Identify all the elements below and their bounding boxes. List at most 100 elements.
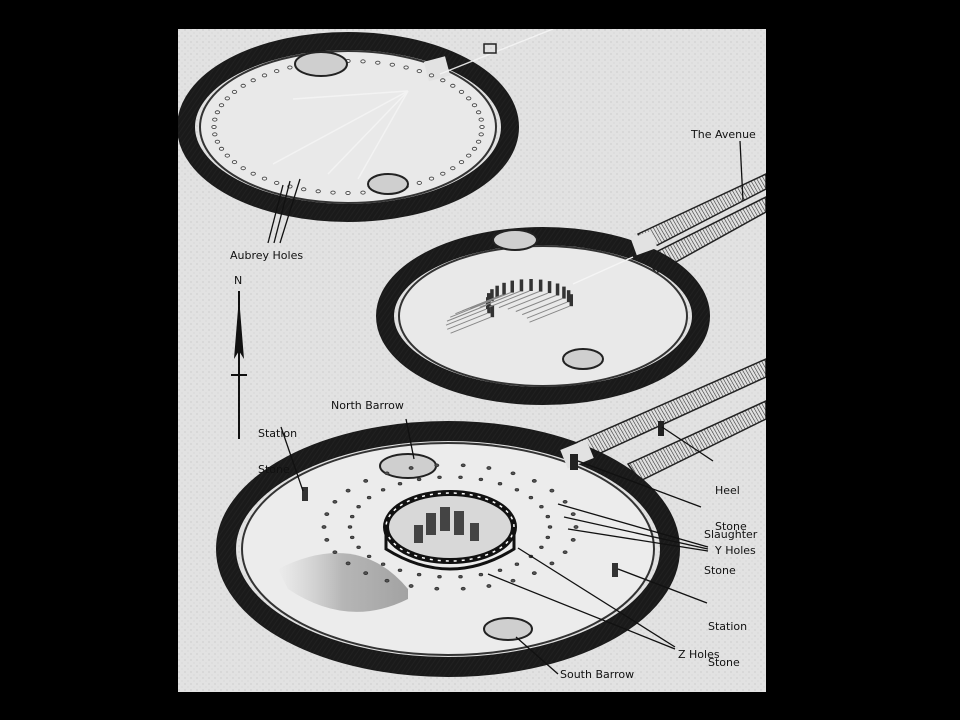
z-hole	[458, 574, 463, 579]
z-hole	[497, 481, 503, 486]
aubrey-hole	[212, 117, 218, 122]
y-hole	[324, 512, 330, 516]
z-hole	[397, 568, 403, 573]
y-hole	[510, 471, 516, 476]
y-hole	[460, 586, 466, 591]
sarsen-circle-front	[384, 527, 516, 571]
aubrey-holes-ring	[211, 59, 485, 195]
y-hole	[384, 578, 390, 583]
y-hole	[570, 538, 576, 542]
bluestone-shadow	[470, 292, 511, 310]
bluestone-shadow	[489, 290, 530, 308]
aubrey-hole	[240, 166, 246, 171]
aubrey-hole	[416, 69, 422, 74]
y-hole	[408, 466, 414, 470]
y-hole	[531, 479, 537, 483]
aubrey-hole	[231, 160, 238, 165]
aubrey-hole	[231, 89, 238, 94]
y-hole	[510, 578, 516, 583]
y-hole	[363, 479, 369, 483]
y-hole	[486, 584, 492, 588]
label-north-barrow: North Barrow	[331, 399, 404, 412]
bluestone-shadow	[450, 316, 491, 334]
z-hole	[416, 477, 422, 482]
z-hole	[437, 475, 442, 480]
bluestone-shadow	[462, 294, 503, 312]
aubrey-hole	[478, 132, 484, 137]
bluestone	[562, 286, 566, 299]
aubrey-hole	[287, 65, 293, 70]
y-hole	[434, 463, 440, 468]
aubrey-hole	[428, 73, 435, 78]
z-hole	[349, 514, 355, 519]
z-hole	[366, 495, 372, 500]
bluestone	[510, 280, 514, 293]
label-slaughter-stone: Slaughter Stone	[704, 505, 757, 601]
aubrey-hole	[416, 180, 422, 185]
z-hole	[514, 488, 520, 492]
y-holes-ring	[321, 463, 579, 591]
aubrey-hole	[261, 73, 268, 78]
z-hole	[356, 545, 361, 550]
bluestone	[566, 290, 571, 303]
aubrey-hole	[450, 83, 456, 88]
bluestone-arc	[445, 279, 573, 334]
y-hole	[363, 571, 369, 575]
south-barrow-mound	[483, 617, 533, 641]
bluestone	[547, 281, 552, 294]
henge-bank-hatching	[178, 33, 518, 221]
aubrey-hole	[389, 62, 395, 67]
heel-stone	[658, 421, 664, 436]
label-aubrey-holes: Aubrey Holes	[230, 249, 304, 262]
y-hole	[321, 525, 327, 529]
henge-interior	[398, 245, 688, 387]
phase-2-henge	[376, 173, 766, 405]
aubrey-hole	[375, 60, 381, 65]
z-holes-ring	[347, 475, 553, 579]
z-hole	[349, 535, 355, 540]
bluestone	[490, 289, 494, 302]
y-hole	[345, 561, 351, 566]
henge-entrance	[630, 230, 658, 256]
bluestone-shadow	[526, 301, 568, 319]
y-hole	[345, 488, 351, 493]
henge-bank-hatching	[217, 422, 679, 676]
label-line: Stone	[258, 463, 290, 476]
slaughter-stone	[570, 454, 578, 470]
phase-1-henge	[178, 29, 554, 222]
aubrey-hole	[475, 139, 482, 144]
aubrey-hole	[466, 96, 472, 101]
aubrey-hole	[250, 171, 256, 176]
z-hole	[458, 475, 463, 480]
z-hole	[437, 574, 442, 579]
south-barrow-mound	[562, 348, 604, 370]
y-hole	[549, 561, 555, 566]
aubrey-hole	[471, 146, 478, 151]
bluestone-shadow	[529, 305, 570, 323]
y-hole	[460, 463, 466, 468]
aubrey-hole	[345, 191, 351, 195]
stonehenge-phases-drawing	[178, 29, 766, 692]
sight-lines	[272, 29, 554, 180]
label-line: Station	[258, 427, 298, 440]
aubrey-hole	[478, 117, 484, 122]
aubrey-hole	[224, 153, 230, 158]
aubrey-hole	[261, 176, 268, 181]
label-line: Station	[708, 620, 748, 633]
aubrey-hole	[440, 171, 446, 176]
aubrey-hole	[360, 59, 366, 64]
y-hole	[384, 471, 390, 476]
aubrey-hole	[450, 166, 456, 171]
bluestone	[529, 279, 533, 291]
z-hole	[497, 568, 503, 573]
aubrey-hole	[360, 190, 366, 195]
y-hole	[324, 538, 330, 542]
north-barrow-mound	[492, 229, 538, 251]
y-hole	[486, 466, 492, 470]
bluestone	[495, 285, 499, 298]
z-hole	[514, 562, 520, 566]
aubrey-hole	[214, 139, 221, 144]
aubrey-hole	[274, 69, 280, 74]
sight-line	[572, 256, 634, 285]
z-hole	[356, 504, 361, 509]
